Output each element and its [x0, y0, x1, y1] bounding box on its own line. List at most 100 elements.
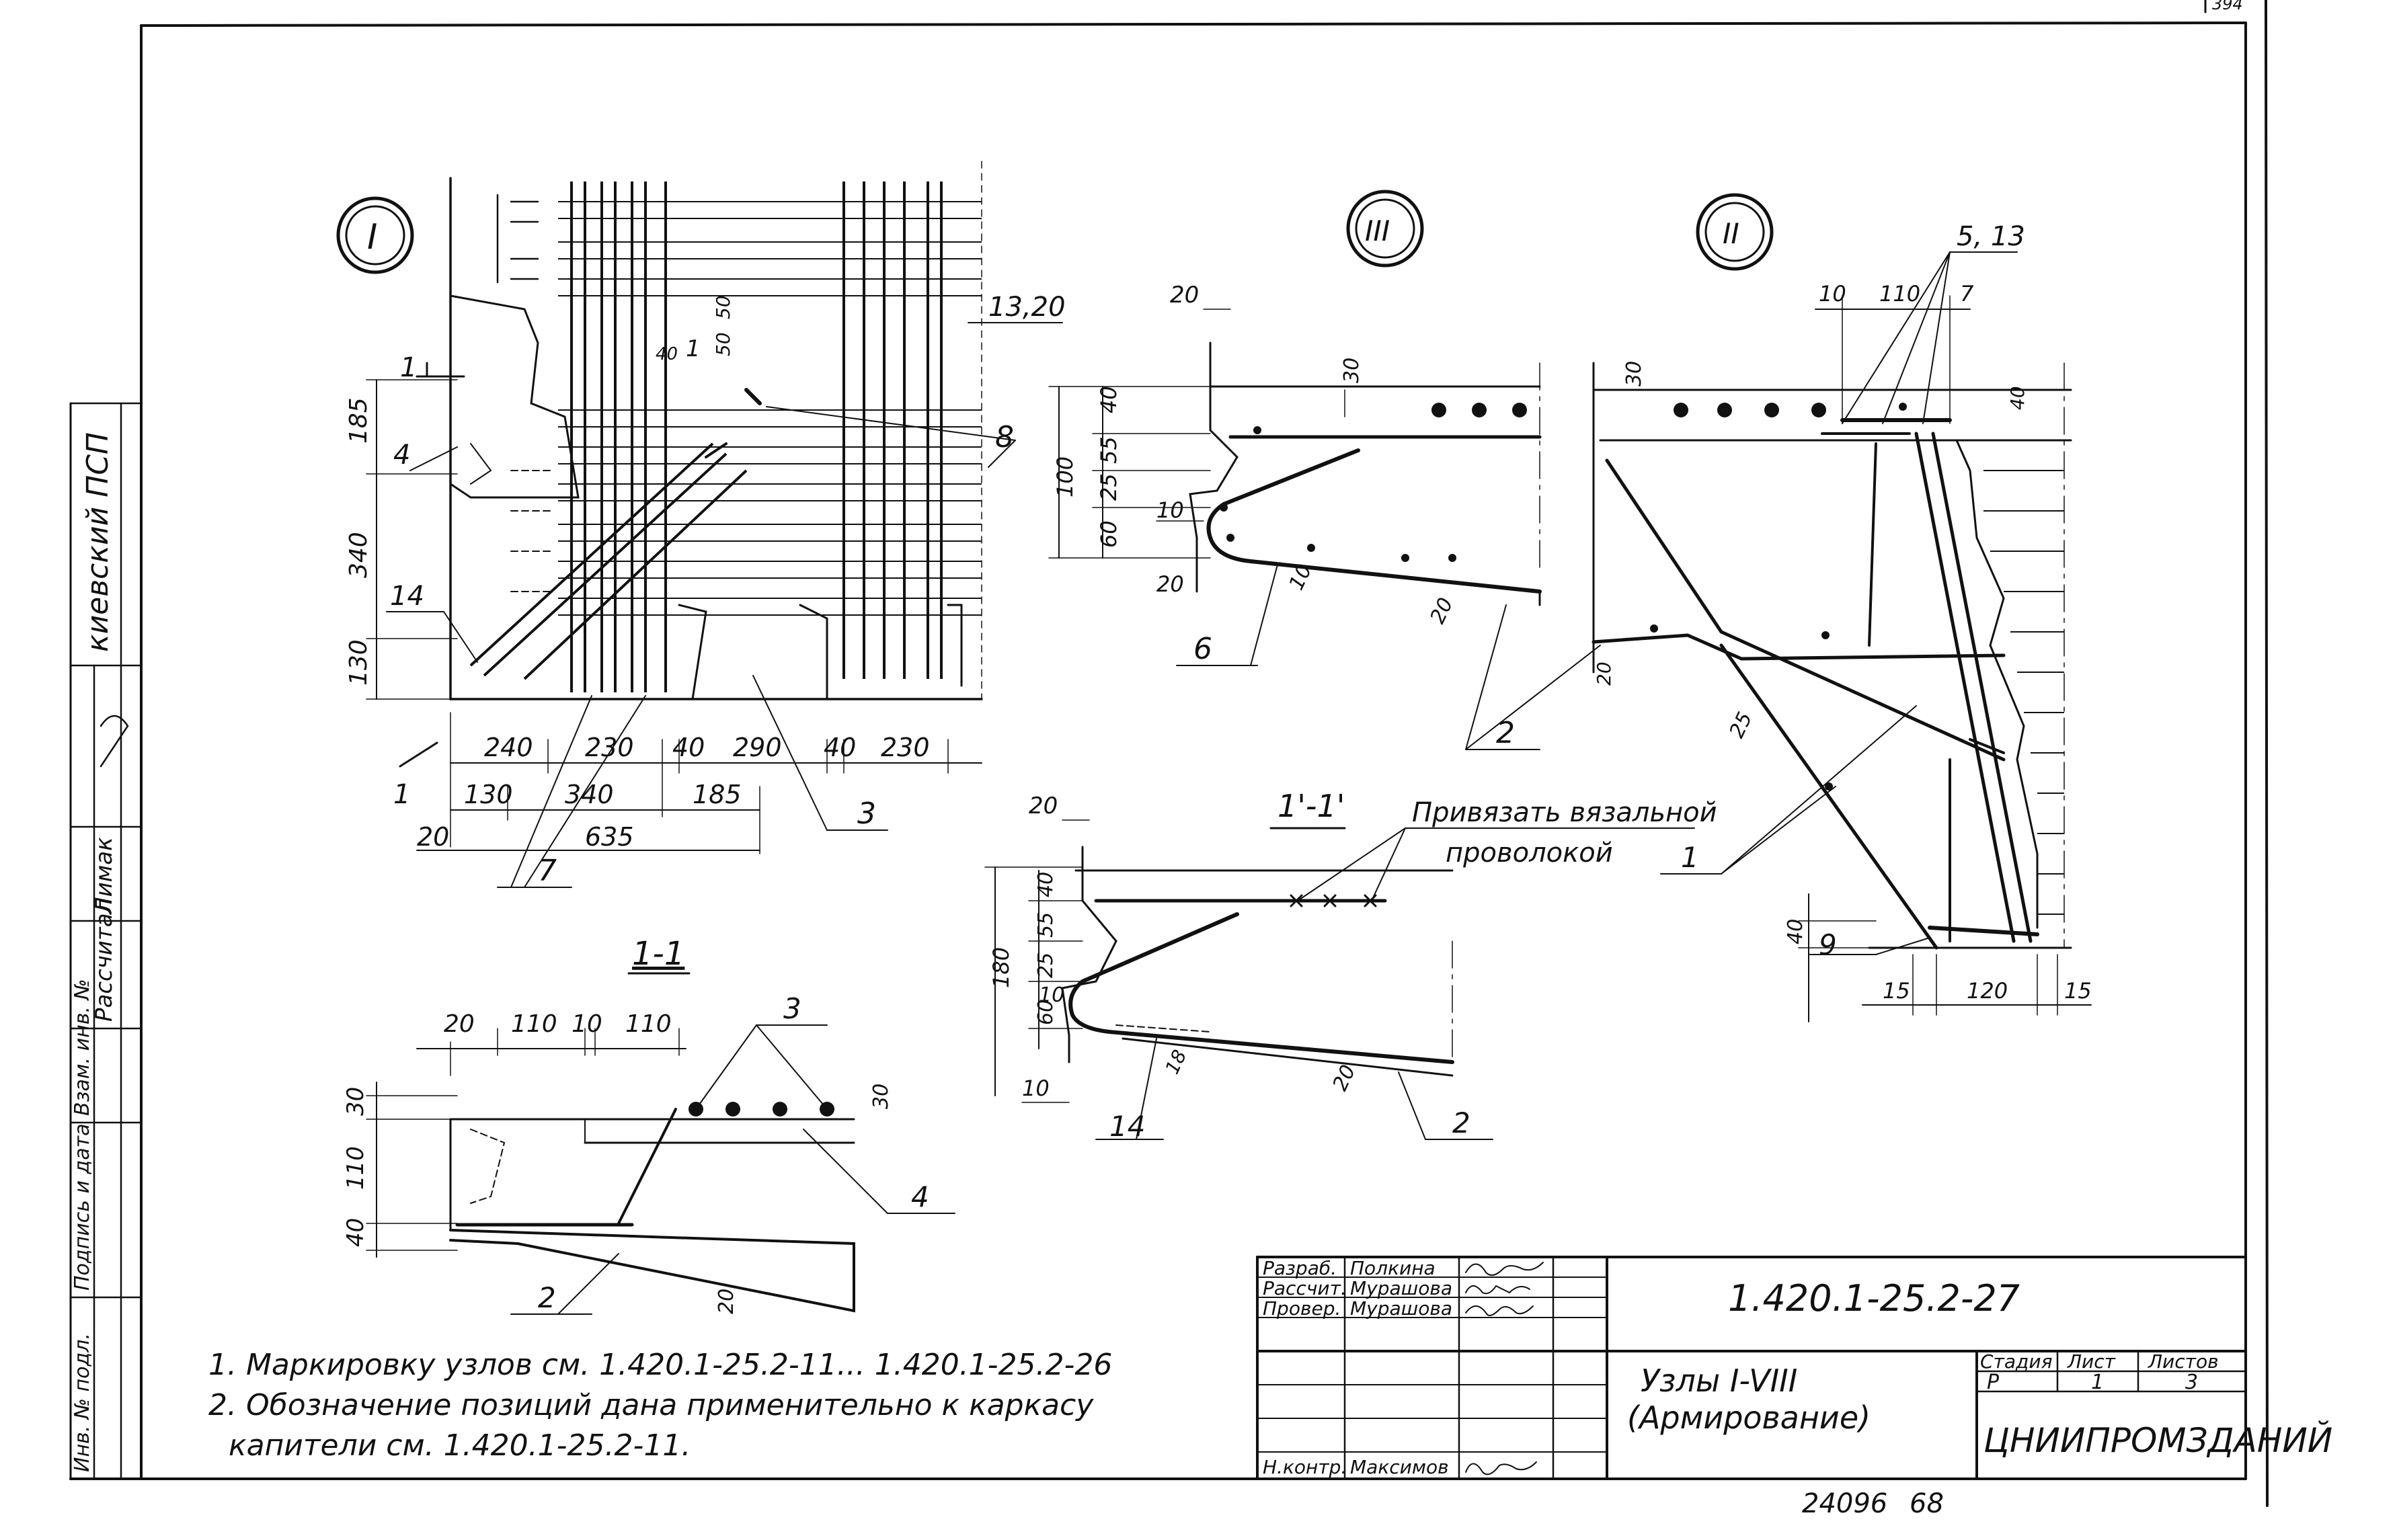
section-1-1-dim-v-40: 40: [342, 1218, 369, 1247]
stamp-page: 68: [1910, 1488, 1944, 1519]
section-1-1-dim-10: 10: [572, 1010, 602, 1038]
section-1-1-callout-4: 4: [911, 1180, 929, 1213]
section-1-1-callout-20: 20: [715, 1289, 738, 1314]
side-label-sign: Подпись и дата: [71, 1124, 94, 1291]
section-1p-1p-note-1: Привязать вязальной: [1412, 797, 1717, 828]
section-1p-1p-view: 1'-1' Привязать вязальной проволокой 40 …: [984, 788, 1717, 1143]
node-iii-mark-label: III: [1365, 214, 1390, 247]
sheet-frame: 3 9 4: [69, 0, 2269, 1507]
node-ii-callout-9: 9: [1819, 928, 1837, 961]
section-1-1-callout-30: 30: [869, 1084, 893, 1109]
node-i-callout-4: 4: [393, 440, 410, 471]
node-ii-mark: II: [1696, 193, 1774, 271]
node-i-dim-v-130: 130: [345, 639, 372, 686]
signature-name-3: Мурашова: [1350, 1297, 1452, 1320]
section-1-1-dim-110b: 110: [625, 1010, 672, 1038]
section-1-1-title: 1-1: [632, 935, 684, 973]
node-ii-dim-40b: 40: [1784, 919, 1807, 944]
node-ii-callout-5-13: 5, 13: [1957, 221, 2025, 252]
node-i-callout-1: 1: [686, 335, 701, 362]
section-1-1-dim-v-30: 30: [342, 1087, 369, 1116]
side-label-inv: Инв. № подл.: [71, 1333, 94, 1472]
signature-role-2: Рассчит.: [1263, 1277, 1347, 1299]
signature-role-4: Н.контр.: [1263, 1456, 1347, 1478]
node-iii-dim-30: 30: [1340, 358, 1364, 383]
stage-label: Стадия: [1980, 1350, 2052, 1373]
section-1p-1p-note-2: проволокой: [1446, 838, 1613, 868]
node-i-dims-vertical: 185 340 130: [345, 379, 458, 700]
signature-role-1: Разраб.: [1263, 1257, 1337, 1279]
corner-mark: 394: [2212, 0, 2243, 13]
node-ii-view: II: [1592, 193, 2092, 1022]
stage-value: Р: [1987, 1371, 2000, 1394]
node-iii-callout-2: 2: [1496, 716, 1515, 750]
node-ii-dim-7: 7: [1960, 281, 1974, 307]
section-1-1-view: 1-1 20 110 10 110 30 110 40: [342, 935, 955, 1315]
node-i-dim-h-240: 240: [484, 733, 533, 762]
notes-block: 1. Маркировку узлов см. 1.420.1-25.2-11.…: [208, 1348, 1112, 1463]
node-iii-dim-v-60: 60: [1096, 520, 1122, 548]
section-1p-dim-v-40: 40: [1034, 872, 1058, 897]
node-i-callouts: 4 14 13,20 8 3 7 1 50 50 40: [386, 292, 1066, 888]
node-ii-dim-15b: 15: [2064, 978, 2092, 1004]
node-ii-callout-1: 1: [1681, 841, 1699, 874]
node-iii-dim-v-25: 25: [1096, 473, 1122, 501]
node-i-mark-label: I: [367, 217, 377, 257]
node-i-callout-7: 7: [538, 854, 557, 888]
node-iii-dim-v-40: 40: [1096, 386, 1122, 413]
node-i-dim-h-40a: 40: [672, 733, 705, 762]
node-i-section-mark-bot: 1: [393, 779, 410, 810]
title-block: Разраб. Полкина Рассчит. Мурашова Провер…: [1256, 1256, 2332, 1519]
section-1p-dim-18: 18: [1161, 1047, 1191, 1078]
section-1p-dim-20: 20: [1029, 793, 1058, 819]
node-i-callout-50b: 50: [712, 295, 734, 319]
node-i-dim-h-290: 290: [733, 733, 782, 762]
section-1p-callout-14: 14: [1109, 1110, 1145, 1143]
node-i-horizontal-bars: [558, 201, 982, 616]
signature-role-3: Провер.: [1263, 1297, 1341, 1320]
section-1-1-dim-20: 20: [444, 1010, 475, 1038]
node-iii-dim-v-55: 55: [1096, 436, 1122, 464]
node-i-callout-14: 14: [390, 581, 424, 612]
section-1p-dim-10b: 10: [1022, 1076, 1050, 1101]
node-i-section-mark-top: 1: [400, 352, 417, 383]
drawing-code: 1.420.1-25.2-27: [1728, 1277, 2020, 1320]
node-i-dim-h-40b: 40: [824, 733, 856, 762]
node-i-dim-h2-130: 130: [464, 780, 513, 809]
node-i-dim-h2-185: 185: [693, 780, 742, 809]
node-i-callout-3: 3: [857, 797, 876, 831]
node-iii-dim-20b: 20: [1156, 571, 1184, 597]
section-1p-dim-v-180: 180: [988, 947, 1014, 988]
side-row-2: Лимак: [91, 837, 118, 916]
stamp-number: 24096: [1802, 1488, 1887, 1519]
side-org: киевский ПСП: [81, 432, 115, 652]
section-1-1-callout-2: 2: [538, 1281, 556, 1314]
node-iii-dim-10a: 10: [1156, 497, 1184, 523]
organization: ЦНИИПРОМЗДАНИЙ: [1983, 1420, 2332, 1460]
signature-name-1: Полкина: [1350, 1257, 1436, 1279]
node-iii-callout-6: 6: [1193, 632, 1212, 666]
note-3: капители см. 1.420.1-25.2-11.: [229, 1428, 691, 1463]
node-iii-dim-20a: 20: [1170, 282, 1199, 309]
section-1p-dim-v-55: 55: [1034, 912, 1058, 938]
node-i-dim-h-230a: 230: [585, 733, 634, 762]
node-i-callout-13-20: 13,20: [988, 292, 1066, 323]
node-iii-dim-20c: 20: [1426, 594, 1458, 627]
section-1-1-dim-v-110: 110: [342, 1146, 369, 1190]
section-1-1-rebar-dots: [689, 1102, 834, 1117]
sheets-value: 3: [2185, 1371, 2198, 1394]
section-1p-dim-20b: 20: [1329, 1061, 1361, 1094]
section-1p-dim-v-25: 25: [1034, 953, 1058, 978]
node-i-callout-40: 40: [656, 344, 678, 364]
node-ii-dim-40a: 40: [2006, 386, 2029, 410]
node-ii-dim-10: 10: [1819, 281, 1846, 307]
side-row-1: Рассчитал: [91, 899, 118, 1022]
section-1-1-callout-3: 3: [783, 992, 801, 1025]
node-i-diagonal-bars: [469, 442, 748, 680]
side-label-zam: Взам. инв. №: [71, 979, 94, 1116]
drawing-title-1: Узлы I-VIII: [1641, 1363, 1797, 1399]
node-iii-dim-v-100: 100: [1052, 456, 1078, 497]
signature-name-2: Мурашова: [1350, 1277, 1452, 1299]
node-ii-dim-20: 20: [1593, 661, 1615, 686]
